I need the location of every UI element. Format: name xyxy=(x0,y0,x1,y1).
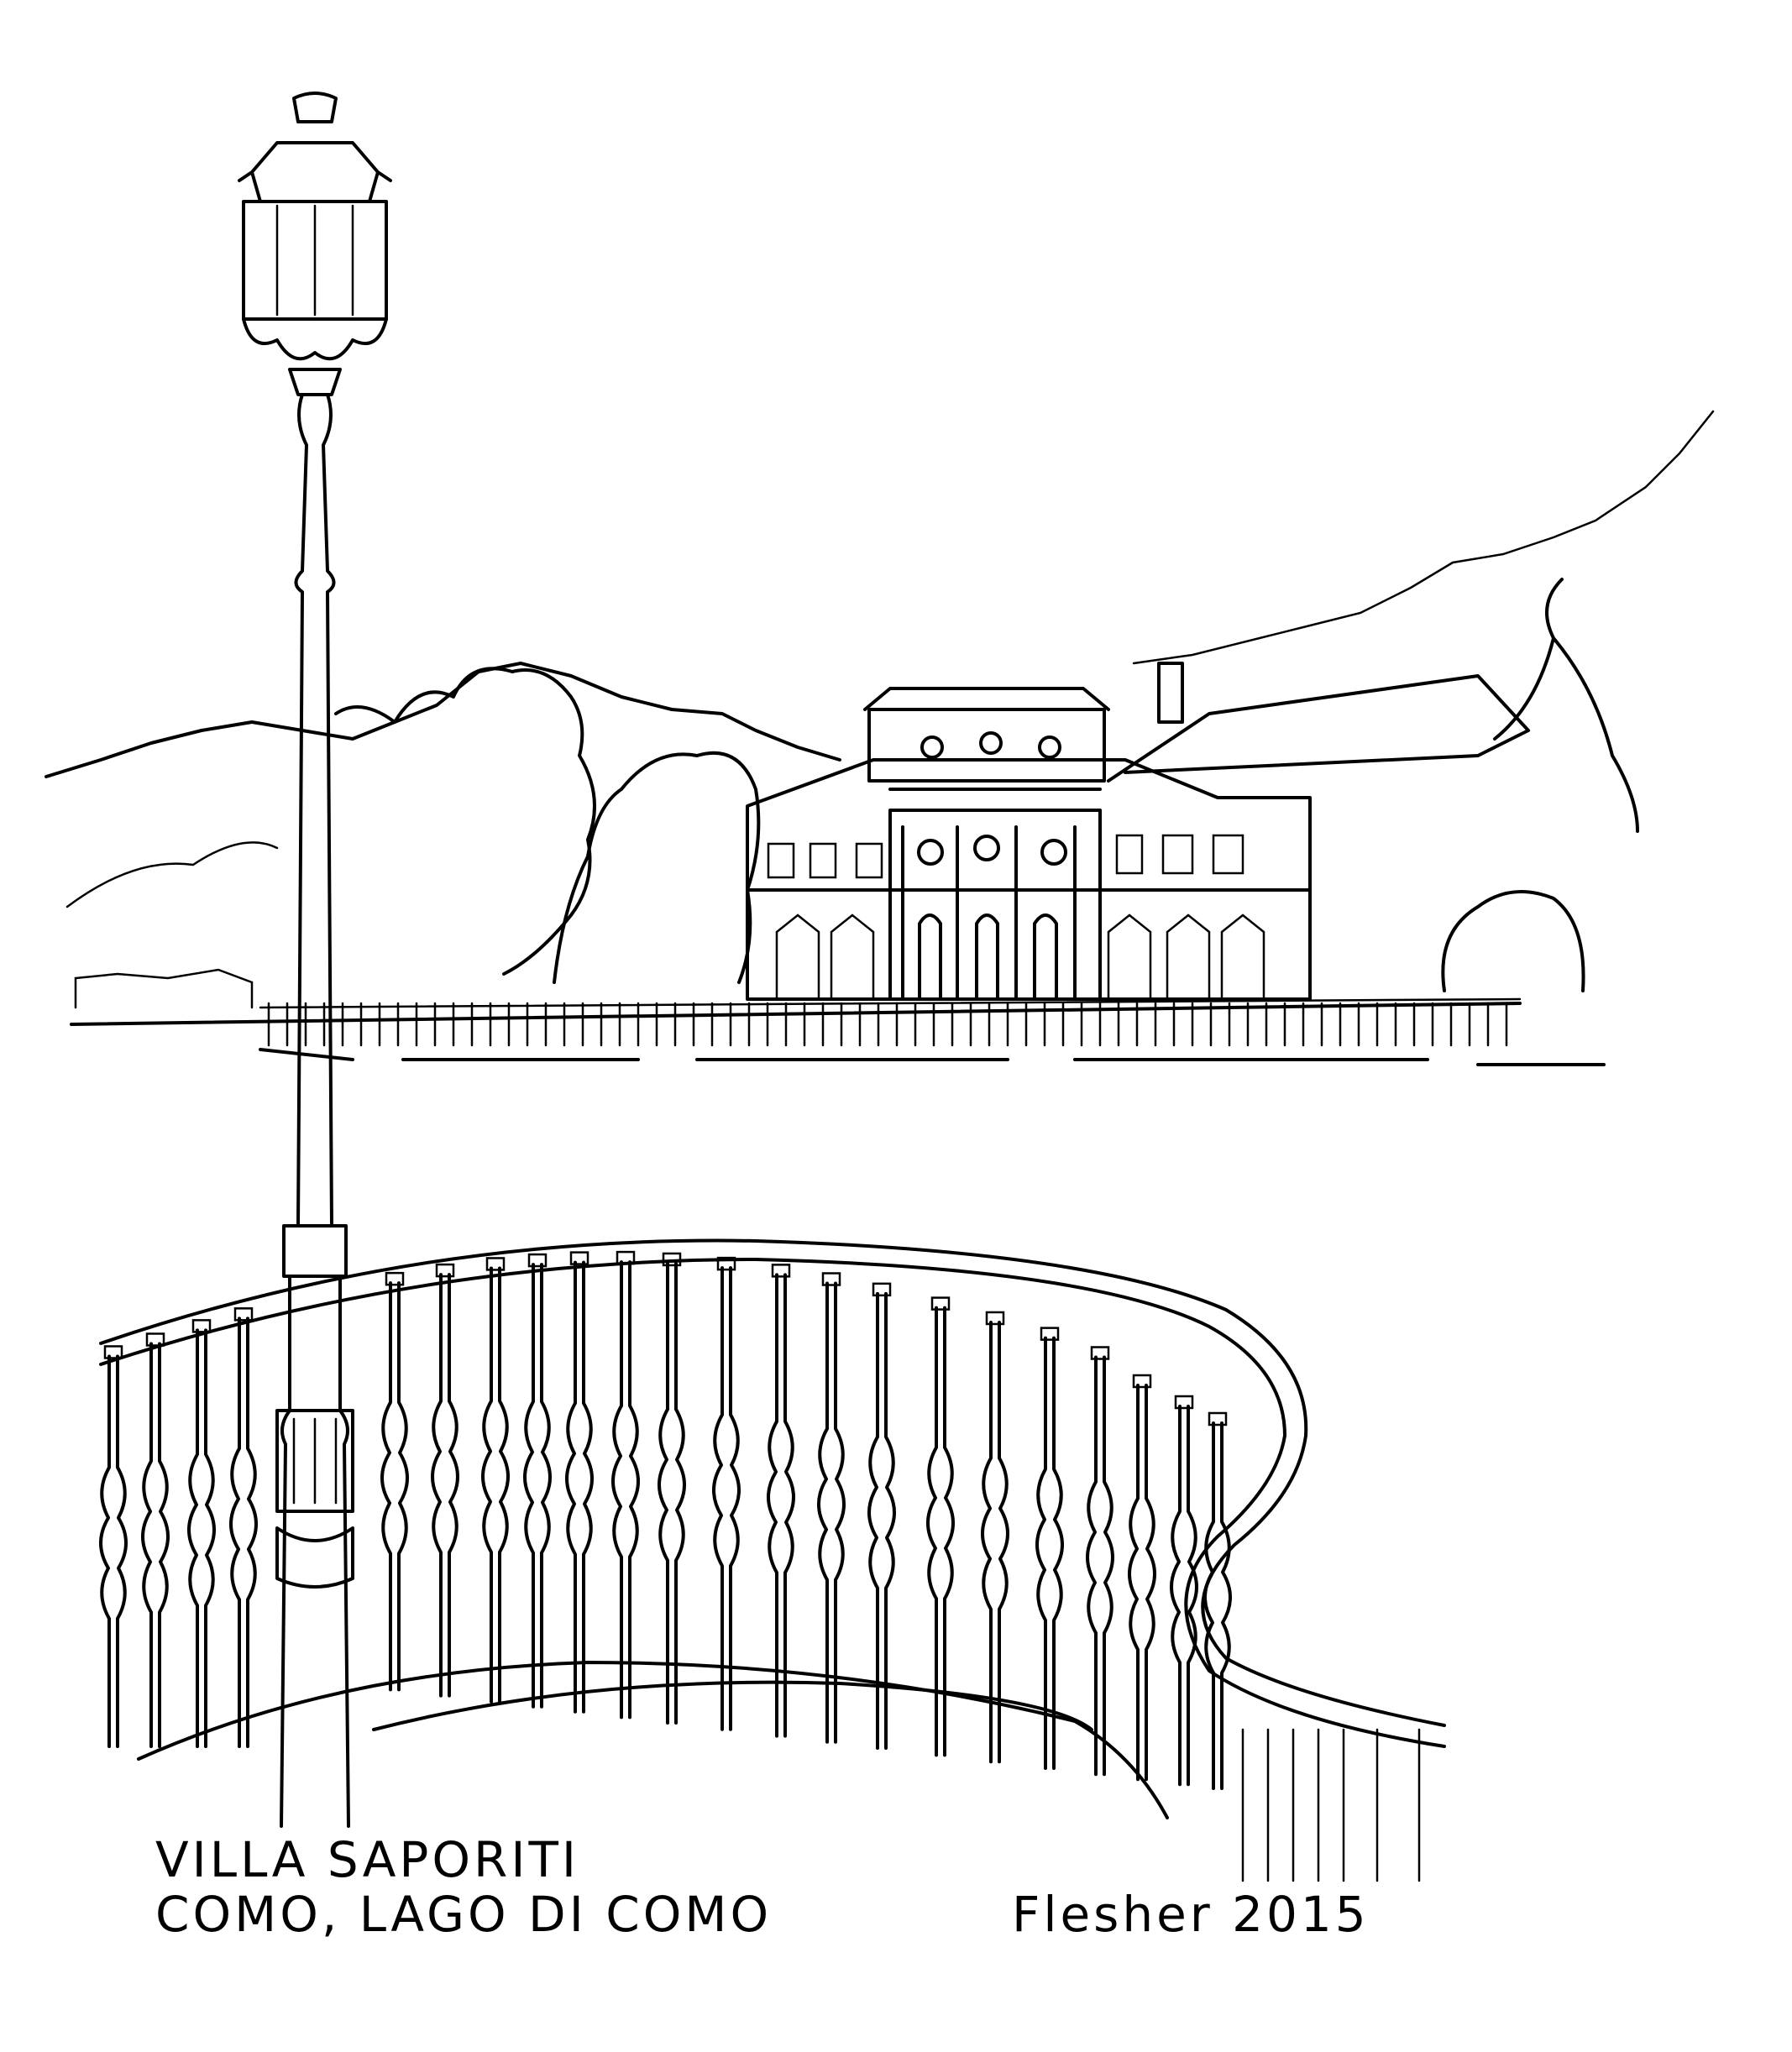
lakeside-fence xyxy=(70,997,1606,1066)
baluster xyxy=(926,1296,955,1757)
baluster xyxy=(1170,1395,1198,1787)
baluster xyxy=(658,1252,686,1725)
baluster xyxy=(712,1256,741,1731)
caption: VILLA SAPORITI COMO, LAGO DI COMO Fleshe… xyxy=(155,1831,1370,1943)
baluster xyxy=(431,1263,459,1698)
baluster xyxy=(229,1307,258,1748)
baluster xyxy=(1086,1346,1114,1777)
villa-oculi xyxy=(917,731,1067,866)
villa-arched-windows xyxy=(918,913,1058,1001)
baluster xyxy=(99,1345,128,1748)
baluster xyxy=(187,1319,216,1748)
baluster xyxy=(481,1257,510,1704)
baluster xyxy=(867,1282,896,1750)
villa xyxy=(746,662,1530,1001)
baluster xyxy=(380,1271,409,1692)
baluster xyxy=(817,1272,846,1744)
lamp-post xyxy=(238,92,392,1828)
baluster xyxy=(767,1264,795,1738)
baluster xyxy=(1128,1374,1156,1782)
artist-signature: Flesher 2015 xyxy=(1012,1886,1370,1943)
villa-columns xyxy=(901,825,1077,1001)
chimney xyxy=(1157,662,1184,724)
caption-location: COMO, LAGO DI COMO xyxy=(155,1886,772,1943)
mountain-ridges xyxy=(45,410,1715,908)
balustrade-railing xyxy=(99,1238,1446,1882)
caption-title: VILLA SAPORITI xyxy=(155,1831,579,1888)
baluster xyxy=(1035,1327,1064,1770)
trees xyxy=(74,578,1639,1009)
baluster xyxy=(565,1251,594,1714)
villa-windows xyxy=(767,834,1265,1001)
baluster xyxy=(141,1332,170,1748)
baluster xyxy=(981,1311,1009,1764)
baluster xyxy=(1203,1411,1232,1790)
baluster xyxy=(523,1253,552,1709)
baluster xyxy=(611,1250,640,1720)
